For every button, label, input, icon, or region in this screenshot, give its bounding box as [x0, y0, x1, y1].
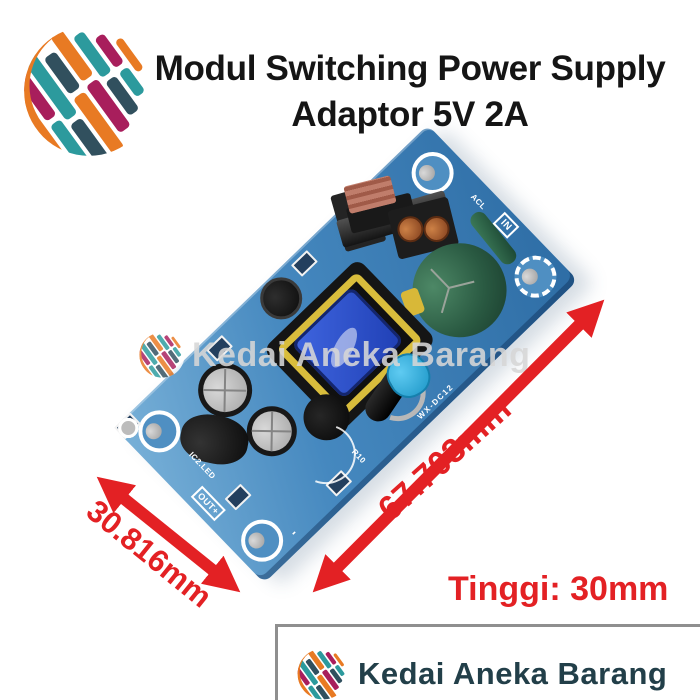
product-title-line2: Adaptor 5V 2A — [291, 95, 529, 134]
length-dimension-arrow — [312, 299, 605, 593]
footer-globe-icon — [296, 646, 350, 700]
width-dimension-arrow — [96, 476, 241, 593]
product-title-line1: Modul Switching Power Supply — [154, 49, 666, 88]
footer-brand-box: Kedai Aneka Barang — [275, 624, 700, 700]
product-title: Modul Switching Power Supply Adaptor 5V … — [148, 46, 672, 138]
footer-brand-text: Kedai Aneka Barang — [358, 656, 668, 691]
height-dimension-label: Tinggi: 30mm — [448, 570, 669, 608]
